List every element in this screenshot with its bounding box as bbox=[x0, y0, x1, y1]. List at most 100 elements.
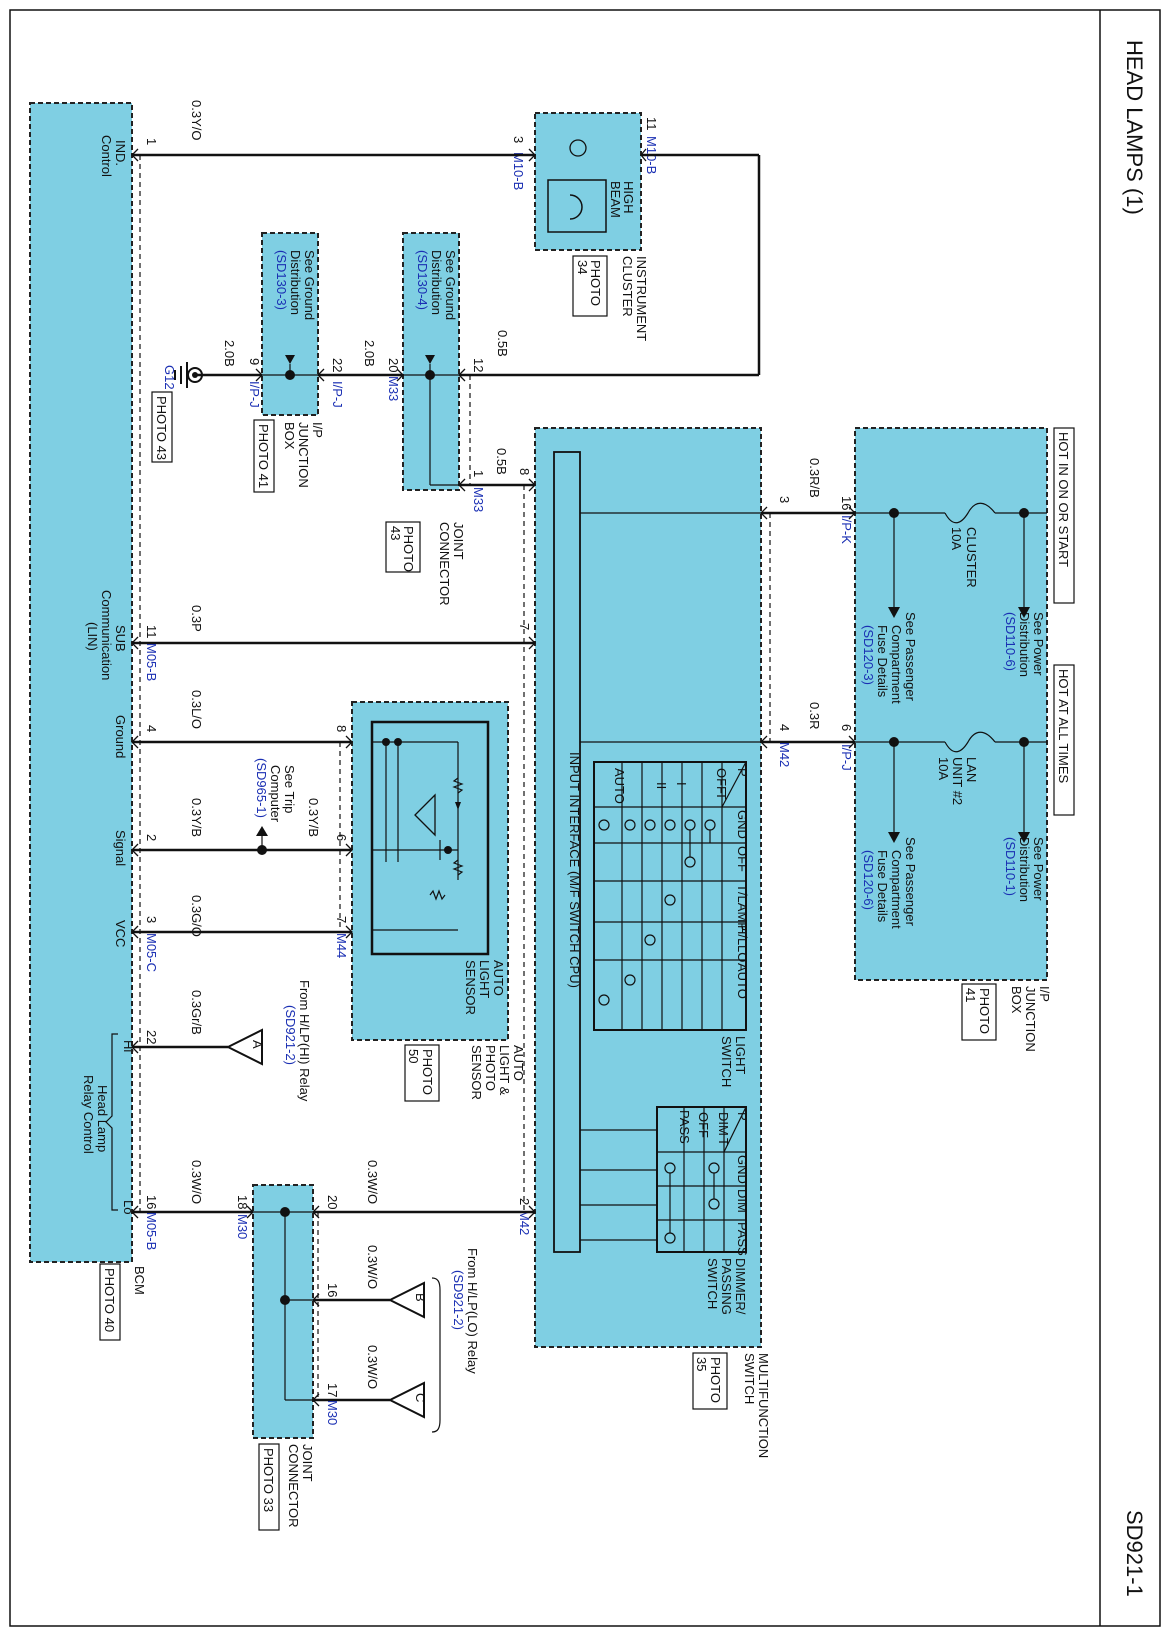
triangle-c-label: C bbox=[413, 1393, 428, 1402]
wire-0-3go: 0.3G/O bbox=[189, 895, 204, 937]
bcm-relay-1: Head Lamp bbox=[95, 1085, 110, 1152]
diode-icon bbox=[455, 802, 461, 810]
ref-pcomp-2a: See Passenger bbox=[903, 837, 918, 927]
bcm-pin-ind-1: IND. bbox=[113, 140, 128, 166]
ip-box-name-1: I/P bbox=[1037, 986, 1052, 1002]
pin-3-cluster: 3 bbox=[511, 136, 526, 143]
wire-0-3wo-b: 0.3W/O bbox=[365, 1160, 380, 1204]
hot-label-always: HOT AT ALL TIMES bbox=[1056, 669, 1071, 783]
ip-box-photo-2: 41 bbox=[963, 988, 978, 1002]
ref-pcomp-1c: Fuse Details bbox=[875, 625, 890, 698]
ls-row-auto: AUTO bbox=[612, 768, 627, 804]
triangle-a-label: A bbox=[250, 1040, 265, 1049]
bcm-photo-frame bbox=[99, 1263, 121, 1341]
ref-pcomp-1a: See Passenger bbox=[903, 612, 918, 702]
ref-ground-b3[interactable]: (SD130-3) bbox=[274, 250, 289, 310]
lo-relay-bracket bbox=[431, 1277, 441, 1433]
wire-0-3p: 0.3P bbox=[189, 605, 204, 632]
amplifier-icon bbox=[414, 793, 436, 837]
bcm-relay-bracket bbox=[105, 1033, 118, 1211]
ref-relay-lo-1: From H/LP(LO) Relay bbox=[465, 1248, 480, 1374]
fuse-lan-name-1: LAN bbox=[964, 757, 979, 782]
ref-power-2a: See Power bbox=[1031, 837, 1046, 901]
ip-box-photo-frame bbox=[961, 983, 997, 1041]
wire-0-3r: 0.3R bbox=[807, 702, 822, 729]
ls-row-off: OFF bbox=[714, 768, 729, 794]
ds-row-off: OFF bbox=[696, 1112, 711, 1138]
mf-name-2: SWITCH bbox=[742, 1353, 757, 1404]
mf-photo-2: 35 bbox=[694, 1357, 709, 1371]
ref-pcomp-1d[interactable]: (SD120-3) bbox=[861, 625, 876, 685]
ip-junction-box-j bbox=[261, 232, 319, 416]
ls-header-hl: H/L bbox=[735, 925, 750, 945]
ref-trip-3[interactable]: (SD965-1) bbox=[254, 758, 269, 818]
ip-box-name-2: JUNCTION bbox=[1023, 986, 1038, 1052]
ref-relay-hi-2[interactable]: (SD921-2) bbox=[283, 1005, 298, 1065]
pin-18-m30: 18 bbox=[235, 1195, 250, 1209]
wire-0-3lo: 0.3L/O bbox=[189, 690, 204, 729]
bcm-pin-ind-2: Control bbox=[99, 135, 114, 177]
ref-pcomp-2d[interactable]: (SD120-6) bbox=[861, 850, 876, 910]
pin-8-sensor: 8 bbox=[334, 725, 349, 732]
m33-photo-2: 43 bbox=[388, 526, 403, 540]
ds-row-pass: PASS bbox=[677, 1110, 692, 1144]
conn-m05b-b: M05-B bbox=[144, 1212, 159, 1250]
high-beam-symbol-icon bbox=[547, 179, 607, 233]
ls-header-tlamp: T/LAMP bbox=[735, 884, 750, 931]
bcm-relay-2: Relay Control bbox=[81, 1075, 96, 1154]
cluster-photo-1: PHOTO bbox=[588, 260, 603, 306]
bcm-photo: PHOTO 40 bbox=[102, 1268, 117, 1332]
pin-16-m30: 16 bbox=[325, 1283, 340, 1297]
m33-photo-frame bbox=[385, 521, 421, 573]
ref-power-2c[interactable]: (SD110-1) bbox=[1003, 837, 1018, 896]
triangle-b-label: B bbox=[413, 1293, 428, 1302]
ds-header-gnd: GND bbox=[735, 1155, 750, 1184]
sensor-name-1: AUTO bbox=[491, 960, 506, 996]
hot-label-frame-2 bbox=[1053, 664, 1075, 816]
ds-header-p: P bbox=[735, 1112, 750, 1121]
ds-header-dim: DIM bbox=[735, 1189, 750, 1213]
ref-relay-lo-2[interactable]: (SD921-2) bbox=[451, 1270, 466, 1330]
ds-name-2: PASSING bbox=[719, 1258, 734, 1315]
ref-ground-a3[interactable]: (SD130-4) bbox=[415, 250, 430, 310]
mf-name-1: MULTIFUNCTION bbox=[756, 1353, 771, 1458]
ref-relay-hi-1: From H/LP(HI) Relay bbox=[297, 980, 312, 1102]
mf-photo-frame bbox=[692, 1352, 728, 1410]
pin-7-sensor: 7 bbox=[334, 916, 349, 923]
pin-4-mf: 4 bbox=[777, 724, 792, 731]
ref-power-1c[interactable]: (SD110-6) bbox=[1003, 612, 1018, 671]
wire-0-3rb: 0.3R/B bbox=[807, 458, 822, 498]
ipj-name-3: BOX bbox=[282, 422, 297, 450]
conn-m33-b: M33 bbox=[471, 487, 486, 512]
auto-light-sensor bbox=[370, 720, 490, 956]
pin-20-m30: 20 bbox=[325, 1195, 340, 1209]
wire-0-5b-a: 0.5B bbox=[495, 330, 510, 357]
ls-header-t: T bbox=[714, 792, 729, 800]
joint-connector-m30-box bbox=[252, 1184, 314, 1439]
ls-name-2: SWITCH bbox=[719, 1036, 734, 1087]
pin-2-bcm: 2 bbox=[144, 834, 159, 841]
page-code: SD921-1 bbox=[1122, 1510, 1147, 1597]
m33-name-2: CONNECTOR bbox=[437, 522, 452, 606]
sensor-outer-1: AUTO bbox=[511, 1045, 526, 1081]
ref-power-1b: Distribution bbox=[1017, 612, 1032, 677]
ref-trip-2: Computer bbox=[268, 765, 283, 823]
ls-header-auto: AUTO bbox=[735, 963, 750, 999]
ipj-photo-frame bbox=[253, 419, 275, 493]
m33-photo-1: PHOTO bbox=[401, 526, 416, 572]
wire-0-3yb-b: 0.3Y/B bbox=[306, 798, 321, 837]
fuse-lan-name-2: UNIT #2 bbox=[950, 757, 965, 805]
pin-22-bcm: 22 bbox=[144, 1030, 159, 1044]
ds-name-3: SWITCH bbox=[705, 1258, 720, 1309]
instrument-cluster-box bbox=[534, 112, 642, 251]
wire-0-3wo-c: 0.3W/O bbox=[365, 1245, 380, 1289]
ipj-name-1: I/P bbox=[310, 422, 325, 438]
pin-9-ipj: 9 bbox=[247, 358, 262, 365]
m30-photo-frame bbox=[258, 1443, 280, 1531]
ref-pcomp-2b: Compartment bbox=[889, 850, 904, 929]
hot-label-ign: HOT IN ON OR START bbox=[1056, 432, 1071, 567]
conn-m42-a: M42 bbox=[777, 742, 792, 767]
conn-ipj-b: I/P-J bbox=[247, 381, 262, 408]
bcm-pin-sub-3: (LIN) bbox=[85, 622, 100, 651]
